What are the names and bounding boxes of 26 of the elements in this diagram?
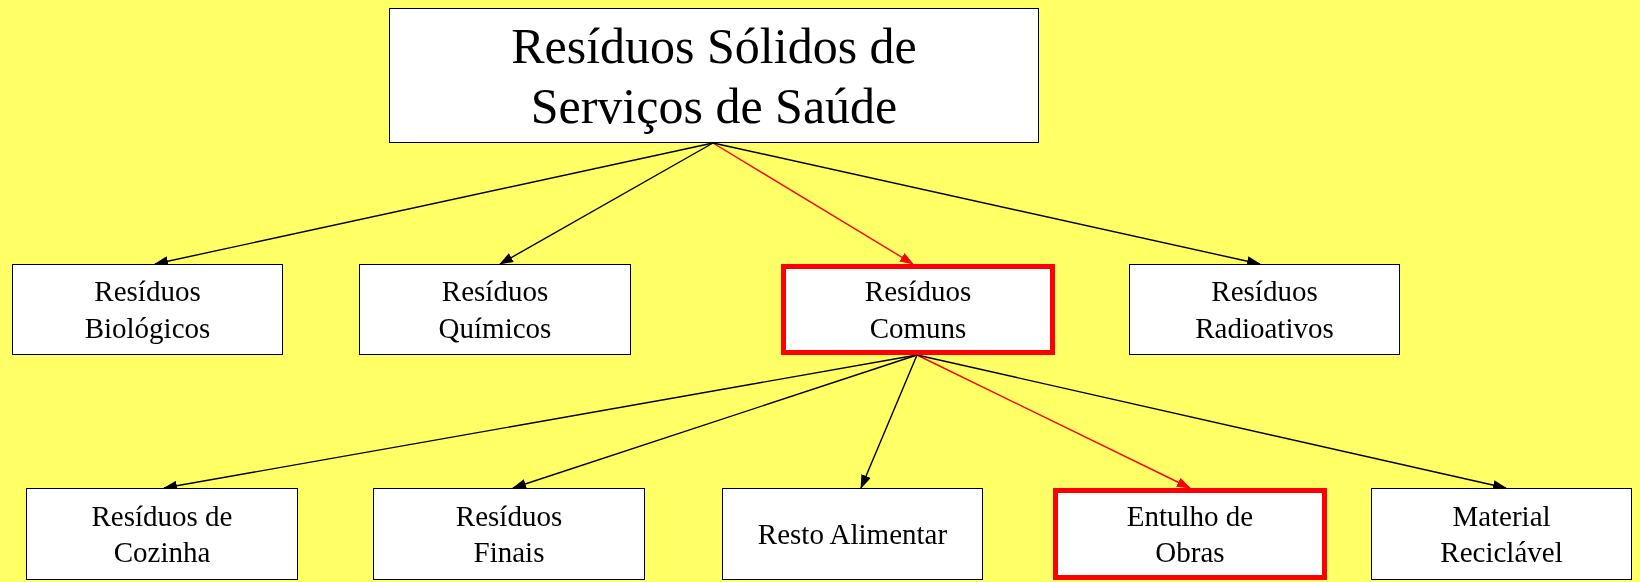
category-label: Resíduos Comuns <box>863 274 973 346</box>
arrow <box>499 142 714 265</box>
category-label: Entulho de Obras <box>1125 498 1255 570</box>
category-label: Resíduos Finais <box>454 498 564 570</box>
arrow <box>712 142 914 265</box>
category-box <box>781 264 1055 355</box>
category-label: Material Reciclável <box>1439 498 1564 570</box>
category-box <box>1053 488 1327 580</box>
category-label: Resto Alimentar <box>757 516 948 552</box>
category-box <box>26 488 298 580</box>
category-box <box>373 488 645 580</box>
category-label: Resíduos Sólidos de Serviços de Saúde <box>510 16 918 136</box>
category-label: Resíduos Radioativos <box>1194 274 1335 346</box>
arrow <box>512 354 918 489</box>
category-label: Resíduos Biológicos <box>83 274 212 346</box>
arrow <box>916 354 1191 489</box>
category-label: Resíduos de Cozinha <box>90 498 234 570</box>
arrow <box>916 354 1507 490</box>
arrow <box>860 354 918 489</box>
category-box <box>12 264 283 355</box>
category-box <box>722 488 983 580</box>
category-label: Resíduos Químicos <box>437 274 553 346</box>
category-box <box>1371 488 1632 580</box>
category-box <box>389 8 1039 143</box>
category-box <box>359 264 631 355</box>
category-box <box>1129 264 1400 355</box>
